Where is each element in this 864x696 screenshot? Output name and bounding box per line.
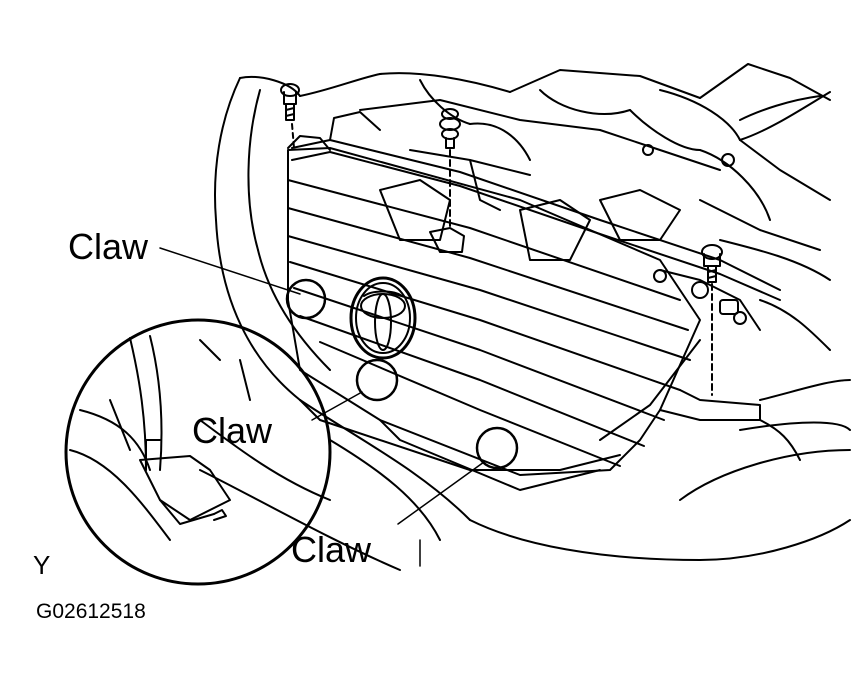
claw-circle-1	[285, 278, 327, 320]
screw-right	[701, 244, 723, 396]
claw-circle-2	[355, 358, 399, 402]
leader-line-3	[397, 461, 485, 525]
toyota-emblem	[349, 276, 417, 360]
screw-left	[280, 83, 300, 149]
claw-label-3: Claw	[291, 529, 372, 570]
detail-inset	[64, 318, 332, 586]
radiator-support	[291, 111, 781, 331]
view-letter: Y	[33, 550, 51, 580]
leader-line-2	[311, 391, 363, 421]
figure-id: G02612518	[36, 600, 146, 623]
claw-label-2: Claw	[192, 410, 273, 451]
clip-center	[439, 108, 461, 231]
claw-label-1: Claw	[68, 226, 149, 267]
leader-line-1	[159, 247, 301, 295]
engine-bay-background	[239, 63, 831, 351]
claw-circle-3	[475, 426, 519, 470]
